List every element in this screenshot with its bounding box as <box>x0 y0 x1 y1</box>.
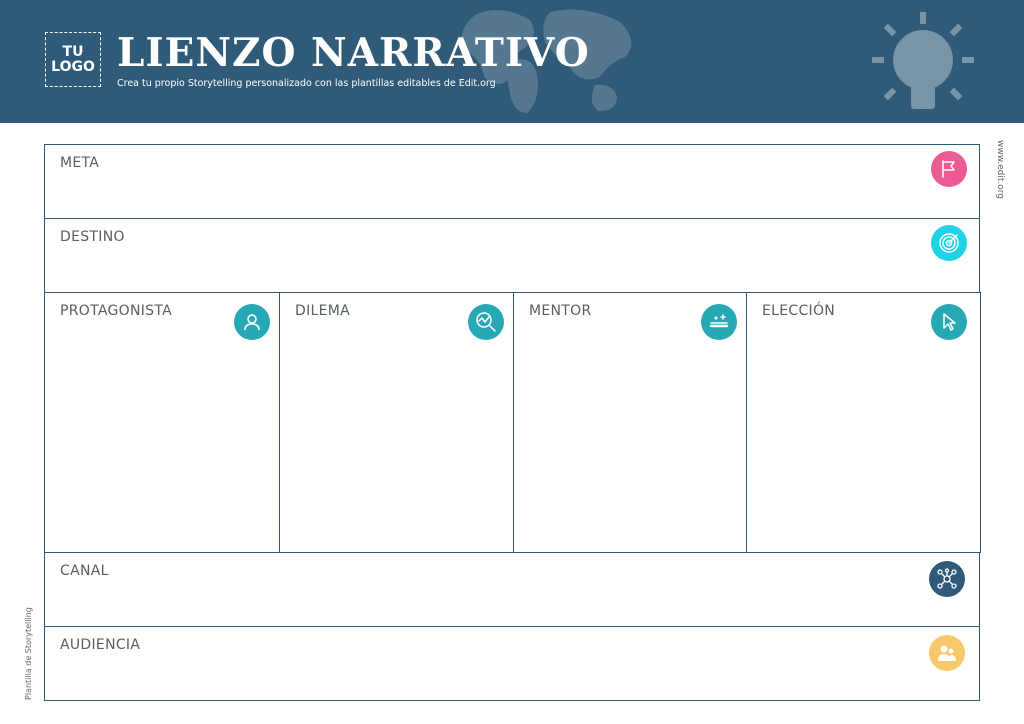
flag-icon <box>931 151 967 187</box>
page-title: LIENZO NARRATIVO <box>117 30 590 76</box>
section-audiencia[interactable]: AUDIENCIA <box>44 626 980 701</box>
side-url-text: www.edit.org <box>995 140 1005 200</box>
user-icon <box>234 304 270 340</box>
side-url: www.edit.org <box>993 140 1007 210</box>
section-meta-label: META <box>60 155 100 171</box>
section-protagonista[interactable]: PROTAGONISTA <box>44 292 280 553</box>
side-template-label: Plantilla de Storytelling <box>22 607 36 702</box>
section-dilema-label: DILEMA <box>295 303 351 319</box>
section-meta[interactable]: META <box>44 144 980 219</box>
section-destino-label: DESTINO <box>60 229 125 245</box>
section-audiencia-label: AUDIENCIA <box>60 637 141 653</box>
section-eleccion-label: ELECCIÓN <box>762 303 836 319</box>
side-template-text: Plantilla de Storytelling <box>24 607 33 700</box>
section-canal[interactable]: CANAL <box>44 552 980 627</box>
logo-line2: LOGO <box>51 58 95 75</box>
world-map-icon <box>461 9 632 113</box>
section-protagonista-label: PROTAGONISTA <box>60 303 172 319</box>
section-mentor[interactable]: MENTOR <box>513 292 747 553</box>
logo-line1: TU <box>62 43 84 60</box>
section-eleccion[interactable]: ELECCIÓN <box>746 292 981 553</box>
section-mentor-label: MENTOR <box>529 303 592 319</box>
section-dilema[interactable]: DILEMA <box>279 292 514 553</box>
logo-placeholder[interactable]: TU LOGO <box>45 32 101 87</box>
network-icon <box>929 561 965 597</box>
target-icon <box>931 225 967 261</box>
cursor-icon <box>931 304 967 340</box>
audience-icon <box>929 635 965 671</box>
header-banner: TU LOGO LIENZO NARRATIVO Crea tu propio … <box>0 0 1024 123</box>
magnifier-chart-icon <box>468 304 504 340</box>
section-destino[interactable]: DESTINO <box>44 218 980 293</box>
magic-wand-icon <box>701 304 737 340</box>
lightbulb-icon <box>872 12 974 109</box>
page-subtitle: Crea tu propio Storytelling personalizad… <box>117 78 496 89</box>
section-canal-label: CANAL <box>60 563 109 579</box>
